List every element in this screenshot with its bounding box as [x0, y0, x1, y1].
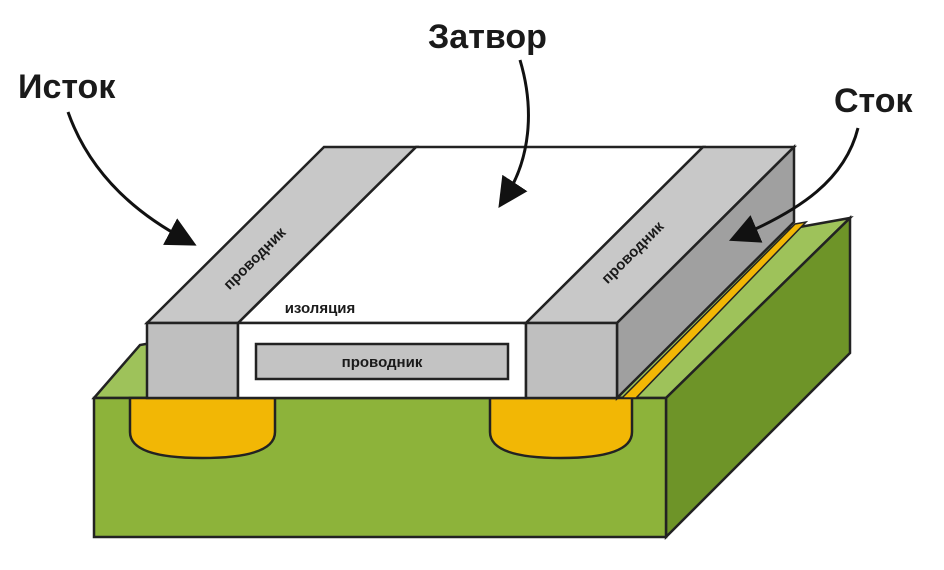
drain-doped-region	[488, 396, 634, 460]
gate-arrow	[498, 59, 530, 209]
source-conductor	[143, 145, 420, 400]
drain-doped-strip	[620, 220, 809, 399]
pointer-arrows	[66, 59, 860, 246]
source-doped-region	[128, 396, 277, 460]
source-label: Исток	[18, 68, 116, 106]
doped-regions	[128, 220, 809, 460]
gate-conductor-label: проводник	[342, 354, 423, 371]
drain-label: Сток	[834, 82, 914, 120]
gate-front	[236, 321, 528, 400]
drain-conductor-front	[524, 321, 619, 400]
insulation-label: изоляция	[285, 300, 356, 317]
drain-arrow	[728, 127, 860, 243]
drain-conductor	[522, 143, 798, 402]
gate-label: Затвор	[428, 18, 547, 56]
gate-conductor	[254, 342, 510, 381]
source-arrow	[66, 111, 197, 246]
source-conductor-front	[145, 321, 240, 400]
